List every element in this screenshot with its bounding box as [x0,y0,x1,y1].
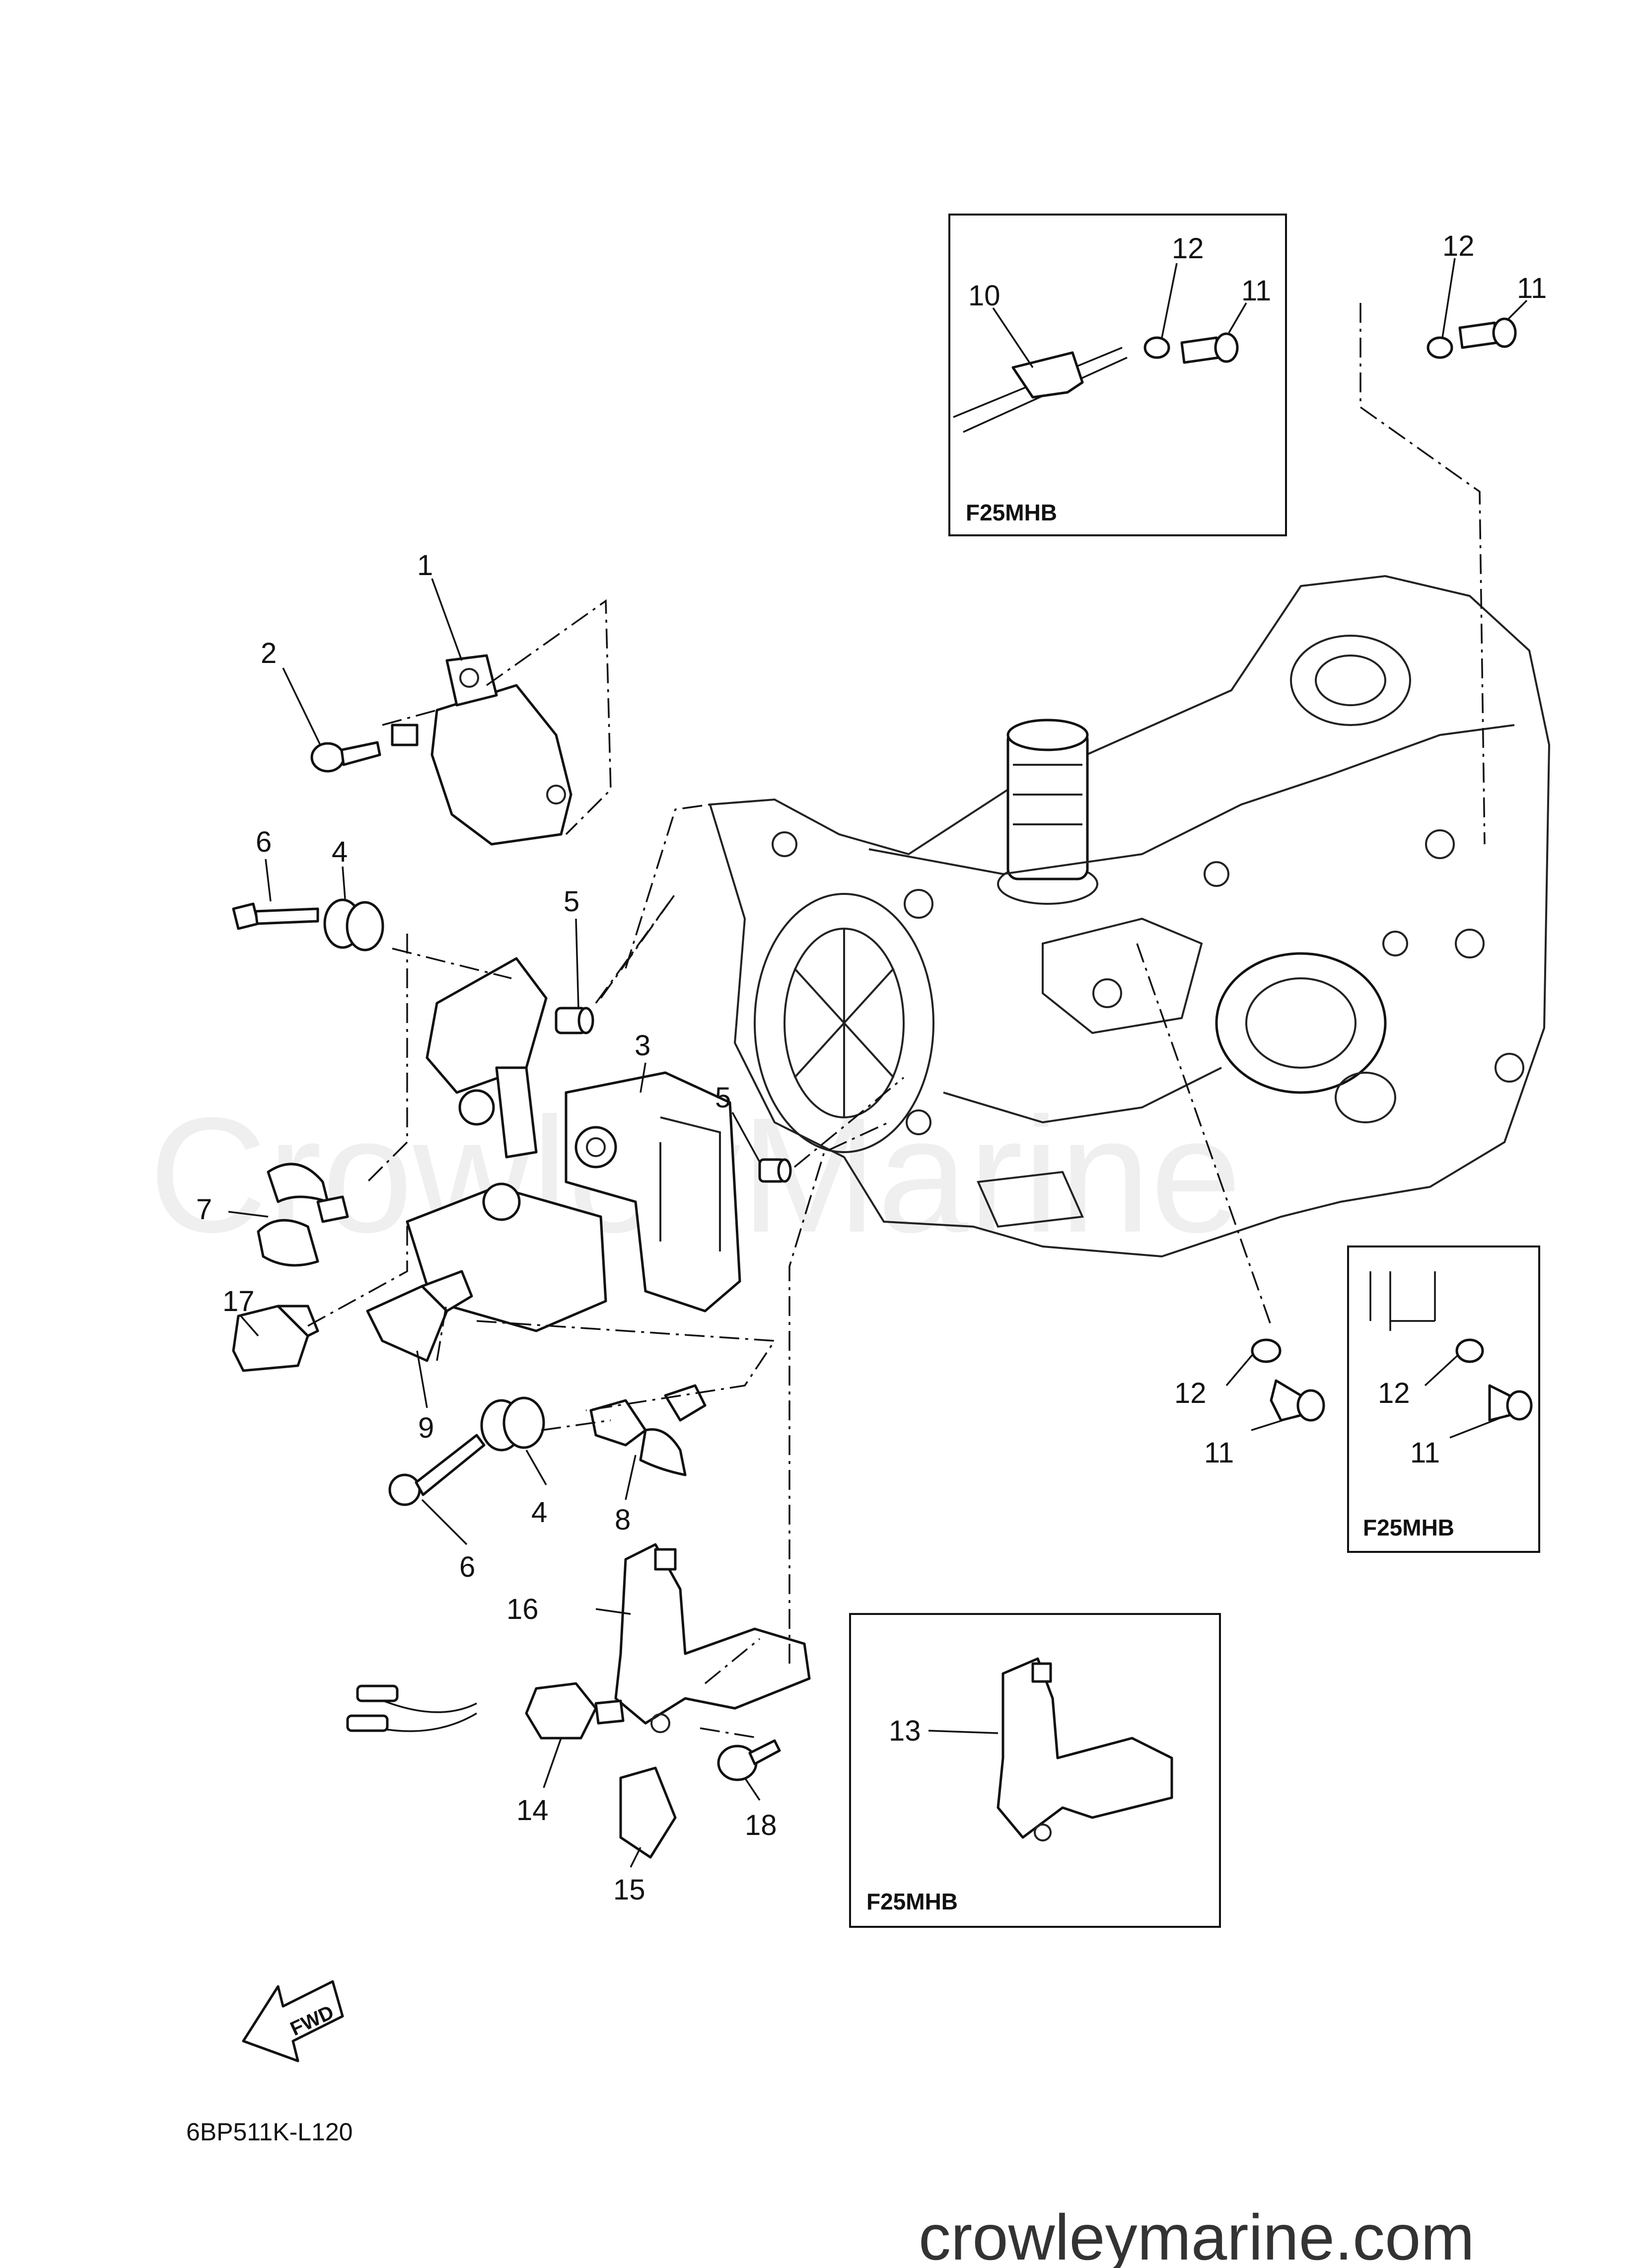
callout-12a: 12 [1172,232,1204,265]
part-4-grommet-upper [323,898,384,951]
inset-box-bottom: F25MHB [849,1613,1221,1928]
callout-4a: 4 [332,836,348,868]
engine-block [709,575,1551,1258]
callout-17: 17 [222,1285,255,1317]
part-9-holder [366,1270,473,1362]
callout-3: 3 [635,1029,650,1062]
callout-12d: 12 [1378,1377,1410,1409]
part-11-bolt-main [1270,1379,1325,1422]
callout-6a: 6 [256,826,272,858]
part-11-bolt-topright [1458,317,1517,349]
box-top-label: F25MHB [966,500,1057,525]
callout-18: 18 [745,1809,777,1841]
callout-16: 16 [506,1593,539,1625]
inset-box-right: F25MHB [1347,1245,1540,1553]
part-2-bolt [310,741,381,773]
part-12-washer-main [1251,1338,1282,1363]
callout-12c: 12 [1174,1377,1207,1409]
part-6-bolt-upper [232,902,319,930]
callout-10: 10 [968,280,1000,312]
leader-lines [228,258,1528,1868]
part-7-clamp [257,1163,349,1267]
callout-8: 8 [615,1504,631,1536]
part-12-washer-topright [1427,336,1453,359]
inset-box-top: F25MHB [948,214,1287,536]
reference-code: 6BP511K-L120 [186,2118,353,2146]
callout-13: 13 [889,1715,921,1747]
callout-11b: 11 [1517,272,1547,304]
part-17-clip [232,1305,319,1372]
box-right-label: F25MHB [1363,1515,1454,1540]
website-text: crowleymarine.com [919,2201,1475,2268]
callout-6b: 6 [459,1551,475,1583]
callout-11a: 11 [1241,275,1271,307]
assembly-lines [307,303,1486,1739]
part-5-collar-upper [555,1007,594,1034]
callout-1: 1 [417,549,433,582]
part-1-ignition-coil [391,654,572,846]
callout-5b: 5 [715,1082,731,1114]
fwd-arrow: FWD [242,1980,344,2062]
callout-7: 7 [196,1193,212,1226]
part-16-bracket [614,1543,811,1733]
callout-9: 9 [418,1412,434,1444]
callout-2: 2 [261,637,277,669]
part-8-clamp [589,1384,707,1476]
part-5-collar-lower [758,1158,792,1183]
part-15-clip [619,1766,677,1859]
callout-5a: 5 [564,885,579,918]
part-4-grommet-lower [480,1396,545,1452]
callout-11c: 11 [1204,1437,1234,1469]
callout-labels: 1 2 3 4 4 5 5 6 6 7 8 9 10 11 11 11 11 1… [196,230,1547,1906]
part-18-bolt [717,1739,781,1781]
part-6-bolt-lower [388,1434,486,1506]
part-14-sensor [346,1682,625,1740]
callout-14: 14 [516,1794,549,1827]
callout-4b: 4 [531,1496,547,1529]
callout-11d: 11 [1410,1437,1440,1469]
box-bottom-label: F25MHB [866,1889,958,1914]
callout-12b: 12 [1442,230,1475,262]
callout-15: 15 [613,1874,645,1906]
